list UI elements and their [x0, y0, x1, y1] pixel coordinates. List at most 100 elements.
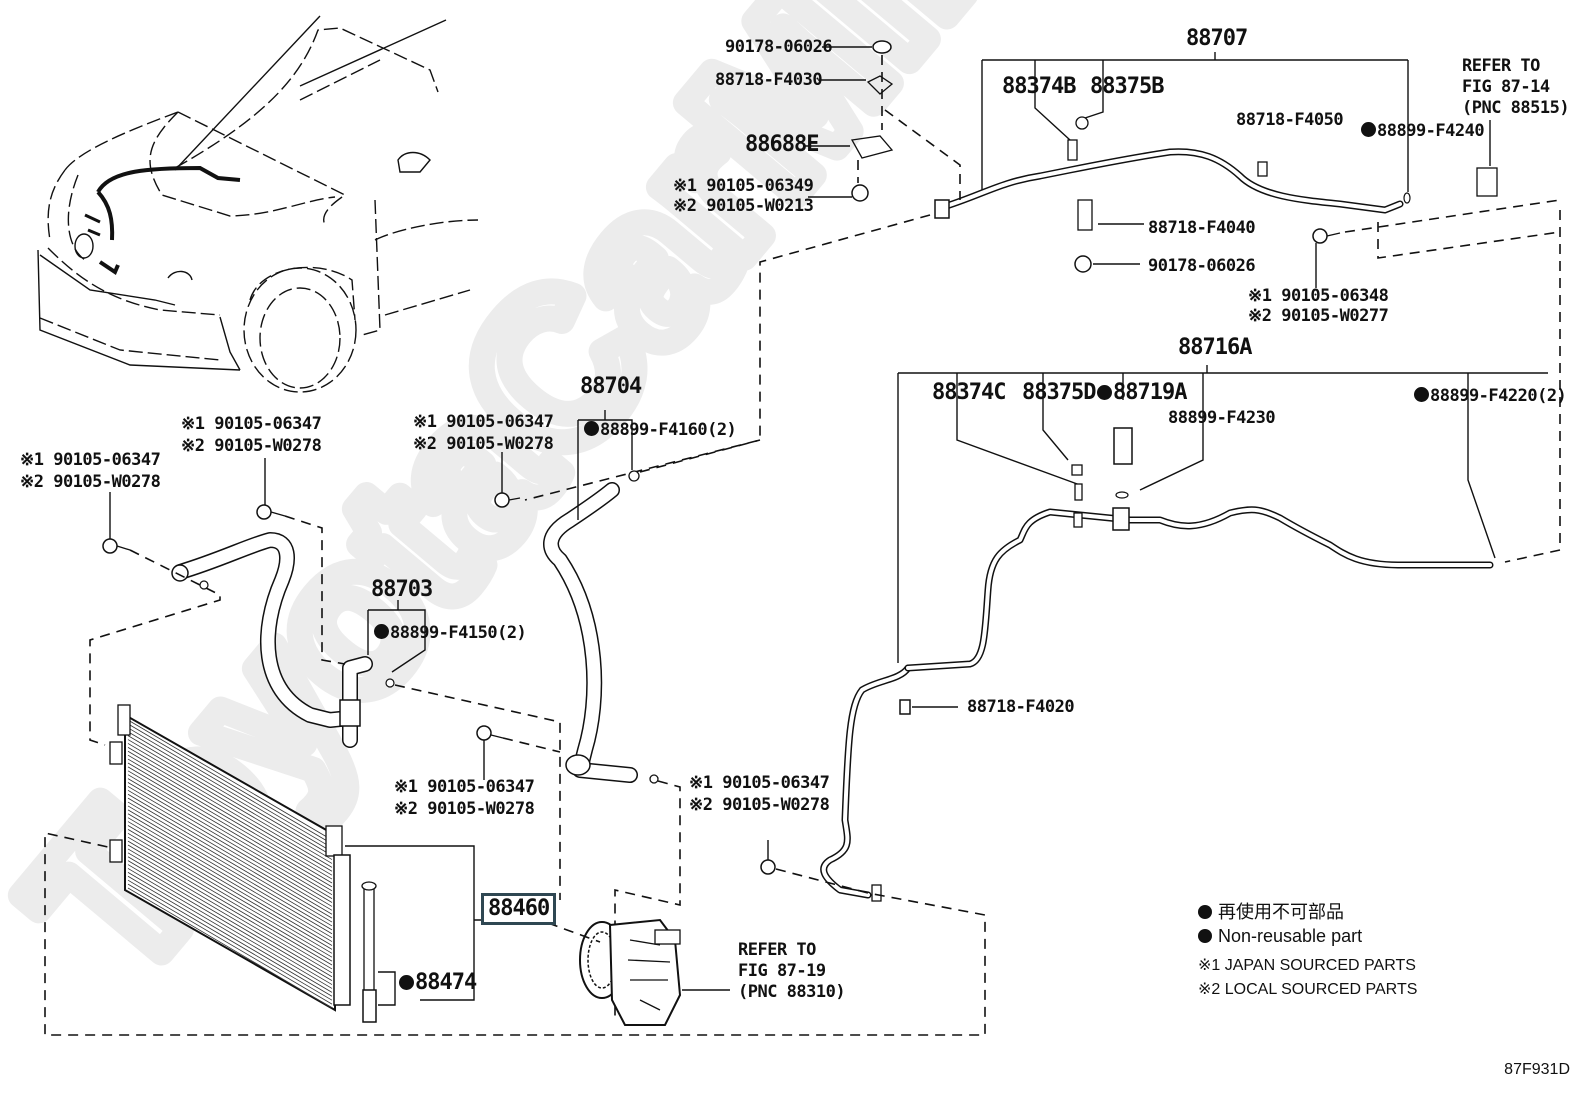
bolt-label-top-2[interactable]: ※2 90105-W0213: [673, 196, 814, 216]
bolt-label-top-1[interactable]: ※1 90105-06349: [673, 176, 814, 196]
bolt-label-compressor-1[interactable]: ※1 90105-06347: [689, 773, 830, 793]
condenser-fin-line: [127, 832, 333, 954]
condenser-fin-line: [127, 805, 333, 927]
part-number: 88899-F4150(2): [390, 623, 527, 643]
pipe-88716A-drawing: [44, 365, 1548, 1036]
condenser-fin-line: [127, 739, 333, 860]
condenser-fin-line: [127, 875, 333, 997]
part-label-88474[interactable]: 88474: [399, 970, 477, 995]
condenser-fin-line: [127, 731, 333, 853]
condenser-fin-line: [127, 864, 333, 985]
non-reusable-dot-icon: [1414, 387, 1429, 402]
condenser-fin-line: [127, 801, 333, 923]
refer-fig-87-14-line1[interactable]: REFER TO: [1462, 56, 1540, 76]
part-label-88703[interactable]: 88703: [371, 577, 433, 602]
part-label-88718-F4040[interactable]: 88718-F4040: [1148, 218, 1256, 238]
bolt-label-left-1[interactable]: ※1 90105-06347: [20, 450, 161, 470]
part-label-88899-F4240[interactable]: 88899-F4240: [1361, 121, 1485, 141]
bolt-label-leftmid-1[interactable]: ※1 90105-06347: [181, 414, 322, 434]
part-label-90178-06026-top[interactable]: 90178-06026: [725, 37, 833, 57]
bolt-label-right-1[interactable]: ※1 90105-06348: [1248, 286, 1389, 306]
part-label-88718-F4030[interactable]: 88718-F4030: [715, 70, 823, 90]
part-label-88899-F4230[interactable]: 88899-F4230: [1168, 408, 1276, 428]
condenser-fin-line: [127, 793, 333, 915]
non-reusable-dot-icon: [584, 421, 599, 436]
condenser-fin-line: [127, 789, 333, 911]
vehicle-overview-illustration: [37, 15, 479, 393]
condenser-fin-line: [127, 782, 333, 903]
pipe-88707-drawing: [524, 40, 1561, 563]
bolt-label-right-2[interactable]: ※2 90105-W0277: [1248, 306, 1389, 326]
legend-note-1: ※1 JAPAN SOURCED PARTS: [1198, 957, 1416, 974]
bolt-label-88704-2[interactable]: ※2 90105-W0278: [413, 434, 554, 454]
part-number: 88899-F4240: [1377, 121, 1485, 141]
part-label-88719A[interactable]: 88719A: [1097, 380, 1187, 405]
condenser-fin-line: [127, 848, 333, 970]
part-label-88718-F4050[interactable]: 88718-F4050: [1236, 110, 1344, 130]
refer-fig-87-19-line3[interactable]: (PNC 88310): [738, 982, 846, 1002]
condenser-fin-line: [127, 879, 333, 1001]
bolt-label-88704-1[interactable]: ※1 90105-06347: [413, 412, 554, 432]
legend: 再使用不可部品 Non-reusable part ※1 JAPAN SOURC…: [1198, 900, 1417, 1002]
part-number: 88899-F4160(2): [600, 420, 737, 440]
refer-fig-87-14-line2[interactable]: FIG 87-14: [1462, 77, 1550, 97]
condenser-fin-line: [127, 723, 333, 845]
condenser-fin-line: [127, 829, 333, 950]
part-label-88707[interactable]: 88707: [1186, 26, 1248, 51]
part-label-88899-F4160[interactable]: 88899-F4160(2): [584, 420, 737, 440]
condenser-fin-line: [127, 750, 333, 872]
non-reusable-dot-icon: [374, 624, 389, 639]
condenser-fin-line: [127, 836, 333, 958]
condenser-fin-line: [127, 840, 333, 962]
part-label-90178-06026-mid[interactable]: 90178-06026: [1148, 256, 1256, 276]
compressor-drawing: [547, 918, 730, 1026]
part-label-88704[interactable]: 88704: [580, 374, 642, 399]
condenser-fin-line: [127, 762, 333, 884]
condenser-fin-line: [127, 797, 333, 919]
part-label-88899-F4150[interactable]: 88899-F4150(2): [374, 623, 527, 643]
condenser-fin-line: [127, 778, 333, 899]
condenser-fin-line: [127, 872, 333, 993]
part-number: 88719A: [1113, 380, 1187, 405]
non-reusable-dot-icon: [1198, 905, 1212, 919]
non-reusable-dot-icon: [399, 975, 414, 990]
part-label-88718-F4020[interactable]: 88718-F4020: [967, 697, 1075, 717]
part-label-88899-F4220[interactable]: 88899-F4220(2): [1414, 386, 1567, 406]
condenser-drawing: [109, 704, 485, 1023]
hose-88704-drawing: [476, 410, 761, 1020]
bolt-label-center-1[interactable]: ※1 90105-06347: [394, 777, 535, 797]
part-label-88688E[interactable]: 88688E: [745, 132, 819, 157]
condenser-fin-line: [127, 719, 333, 841]
condenser-fin-line: [127, 817, 333, 939]
condenser-fin-line: [127, 743, 333, 864]
condenser-fin-line: [127, 809, 333, 931]
refer-fig-87-19-line2[interactable]: FIG 87-19: [738, 961, 826, 981]
refer-fig-87-19-line1[interactable]: REFER TO: [738, 940, 816, 960]
part-label-88460-highlighted[interactable]: 88460: [481, 893, 557, 925]
legend-text: 再使用不可部品: [1218, 902, 1344, 922]
hose-88703-drawing: [89, 458, 561, 900]
part-label-88375B[interactable]: 88375B: [1090, 74, 1164, 99]
condenser-fin-line: [127, 844, 333, 966]
non-reusable-dot-icon: [1361, 122, 1376, 137]
condenser-fin-line: [127, 883, 333, 1005]
condenser-fin-line: [127, 852, 333, 974]
bolt-label-leftmid-2[interactable]: ※2 90105-W0278: [181, 436, 322, 456]
condenser-fin-line: [127, 758, 333, 880]
condenser-fin-line: [127, 856, 333, 978]
refer-fig-87-14-line3[interactable]: (PNC 88515): [1462, 98, 1570, 118]
condenser-fin-line: [127, 766, 333, 888]
condenser-fin-line: [127, 860, 333, 981]
bolt-label-left-2[interactable]: ※2 90105-W0278: [20, 472, 161, 492]
part-number: 88474: [415, 970, 477, 995]
part-label-88374B[interactable]: 88374B: [1002, 74, 1076, 99]
part-label-88375D[interactable]: 88375D: [1022, 380, 1096, 405]
condenser-fin-line: [127, 813, 333, 935]
figure-id: 87F931D: [1504, 1061, 1570, 1078]
bolt-label-compressor-2[interactable]: ※2 90105-W0278: [689, 795, 830, 815]
part-label-88374C[interactable]: 88374C: [932, 380, 1006, 405]
bolt-label-center-2[interactable]: ※2 90105-W0278: [394, 799, 535, 819]
part-label-88716A[interactable]: 88716A: [1178, 335, 1252, 360]
condenser-fin-line: [127, 774, 333, 896]
